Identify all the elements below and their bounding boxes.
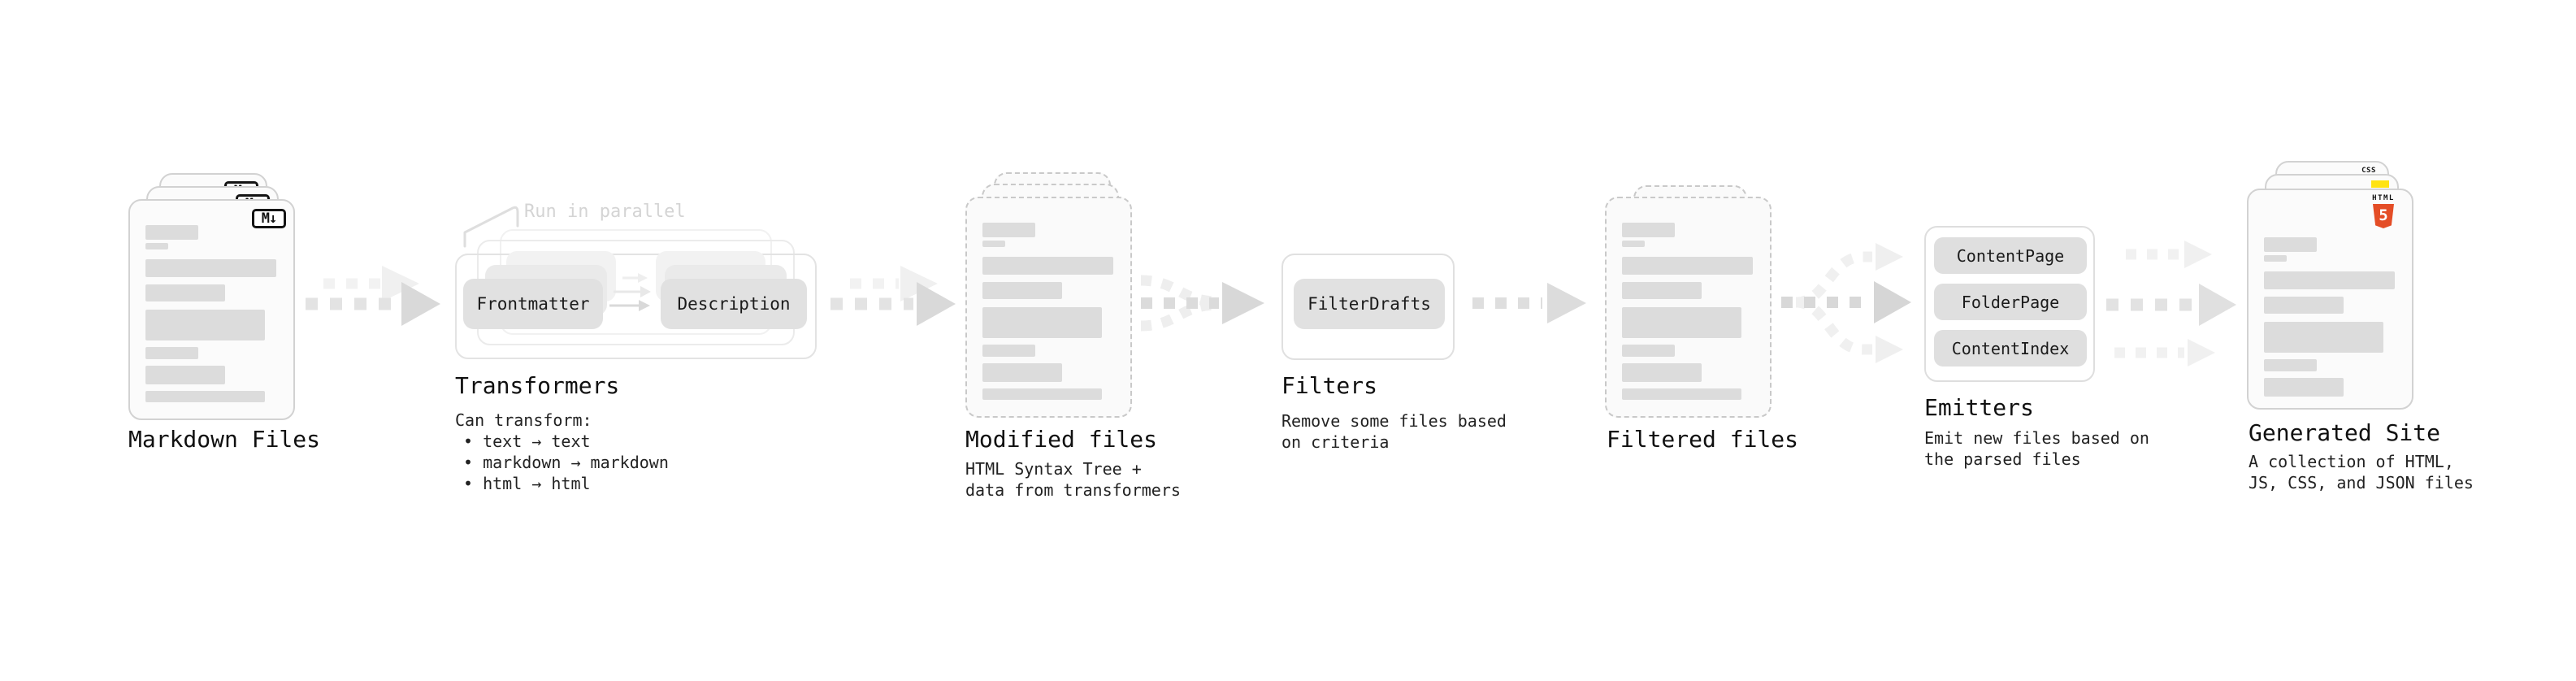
- emitters-title: Emitters: [1924, 394, 2034, 421]
- description-line: Emit new files based on: [1924, 428, 2149, 448]
- contentindex-chip: ContentIndex: [1934, 330, 2087, 367]
- frontmatter-chip: Frontmatter: [463, 279, 603, 329]
- file-content-bars: [145, 225, 276, 402]
- filters-title: Filters: [1281, 372, 1378, 399]
- flow-arrow-emitters-to-generated-top: [2126, 241, 2212, 268]
- transformers-description: Can transform: • text → text • markdown …: [455, 410, 669, 494]
- html5-icon-word: HTML: [2372, 194, 2395, 202]
- generated-file-card-html: HTML 5: [2247, 189, 2413, 410]
- generated-site-label: Generated Site: [2249, 419, 2441, 446]
- filterdrafts-chip: FilterDrafts: [1294, 279, 1445, 329]
- transformer-layer-box-front: [455, 254, 817, 359]
- flow-arrow-filtered-to-emitters-split: [1781, 243, 1911, 363]
- description-line: HTML Syntax Tree +: [965, 459, 1142, 479]
- file-content-bars: [982, 223, 1113, 400]
- filters-description: Remove some files based on criteria: [1281, 410, 1507, 453]
- css-icon-text: CSS: [2361, 167, 2376, 175]
- folderpage-chip: FolderPage: [1934, 284, 2087, 320]
- description-line: on criteria: [1281, 432, 1390, 452]
- filters-box: [1281, 254, 1455, 360]
- file-content-bars: [2264, 237, 2395, 403]
- markdown-icon: M↓: [252, 209, 286, 228]
- markdown-file-card-front: M↓: [128, 199, 295, 420]
- flow-arrow-emitters-to-generated-bottom: [2114, 339, 2215, 367]
- description-line: • html → html: [463, 474, 591, 493]
- flow-arrow-emitters-to-generated-middle: [2106, 284, 2236, 326]
- flow-arrow-modified-to-filters-merge: [1140, 275, 1264, 332]
- flow-arrow-markdown-to-transformers: [306, 266, 440, 326]
- modified-file-card-front: [965, 197, 1132, 418]
- description-line: JS, CSS, and JSON files: [2249, 473, 2474, 492]
- transformers-title: Transformers: [455, 372, 620, 399]
- generated-site-description: A collection of HTML, JS, CSS, and JSON …: [2249, 451, 2474, 493]
- file-content-bars: [1622, 223, 1753, 400]
- description-line: data from transformers: [965, 480, 1181, 500]
- flow-arrow-transformers-to-modified: [830, 266, 956, 326]
- modified-files-description: HTML Syntax Tree + data from transformer…: [965, 458, 1181, 501]
- filtered-file-card-front: [1605, 197, 1772, 418]
- description-line: A collection of HTML,: [2249, 452, 2454, 471]
- js-icon: [2371, 180, 2389, 188]
- description-line: Can transform:: [455, 410, 592, 430]
- markdown-files-label: Markdown Files: [128, 426, 321, 453]
- emitters-box: [1924, 226, 2095, 382]
- html5-icon: HTML 5: [2362, 194, 2405, 228]
- html5-icon-number: 5: [2379, 206, 2388, 224]
- description-line: • markdown → markdown: [463, 453, 669, 472]
- description-line: Remove some files based: [1281, 411, 1507, 431]
- description-chip: Description: [661, 279, 807, 329]
- run-in-parallel-callout: Run in parallel: [524, 202, 686, 222]
- contentpage-chip: ContentPage: [1934, 237, 2087, 274]
- emitters-description: Emit new files based on the parsed files: [1924, 427, 2149, 470]
- html5-icon-shield: 5: [2373, 204, 2394, 228]
- description-line: the parsed files: [1924, 449, 2081, 469]
- description-line: • text → text: [463, 432, 591, 451]
- filtered-files-label: Filtered files: [1607, 426, 1799, 453]
- flow-arrow-filters-to-filtered: [1472, 283, 1586, 323]
- modified-files-label: Modified files: [965, 426, 1158, 453]
